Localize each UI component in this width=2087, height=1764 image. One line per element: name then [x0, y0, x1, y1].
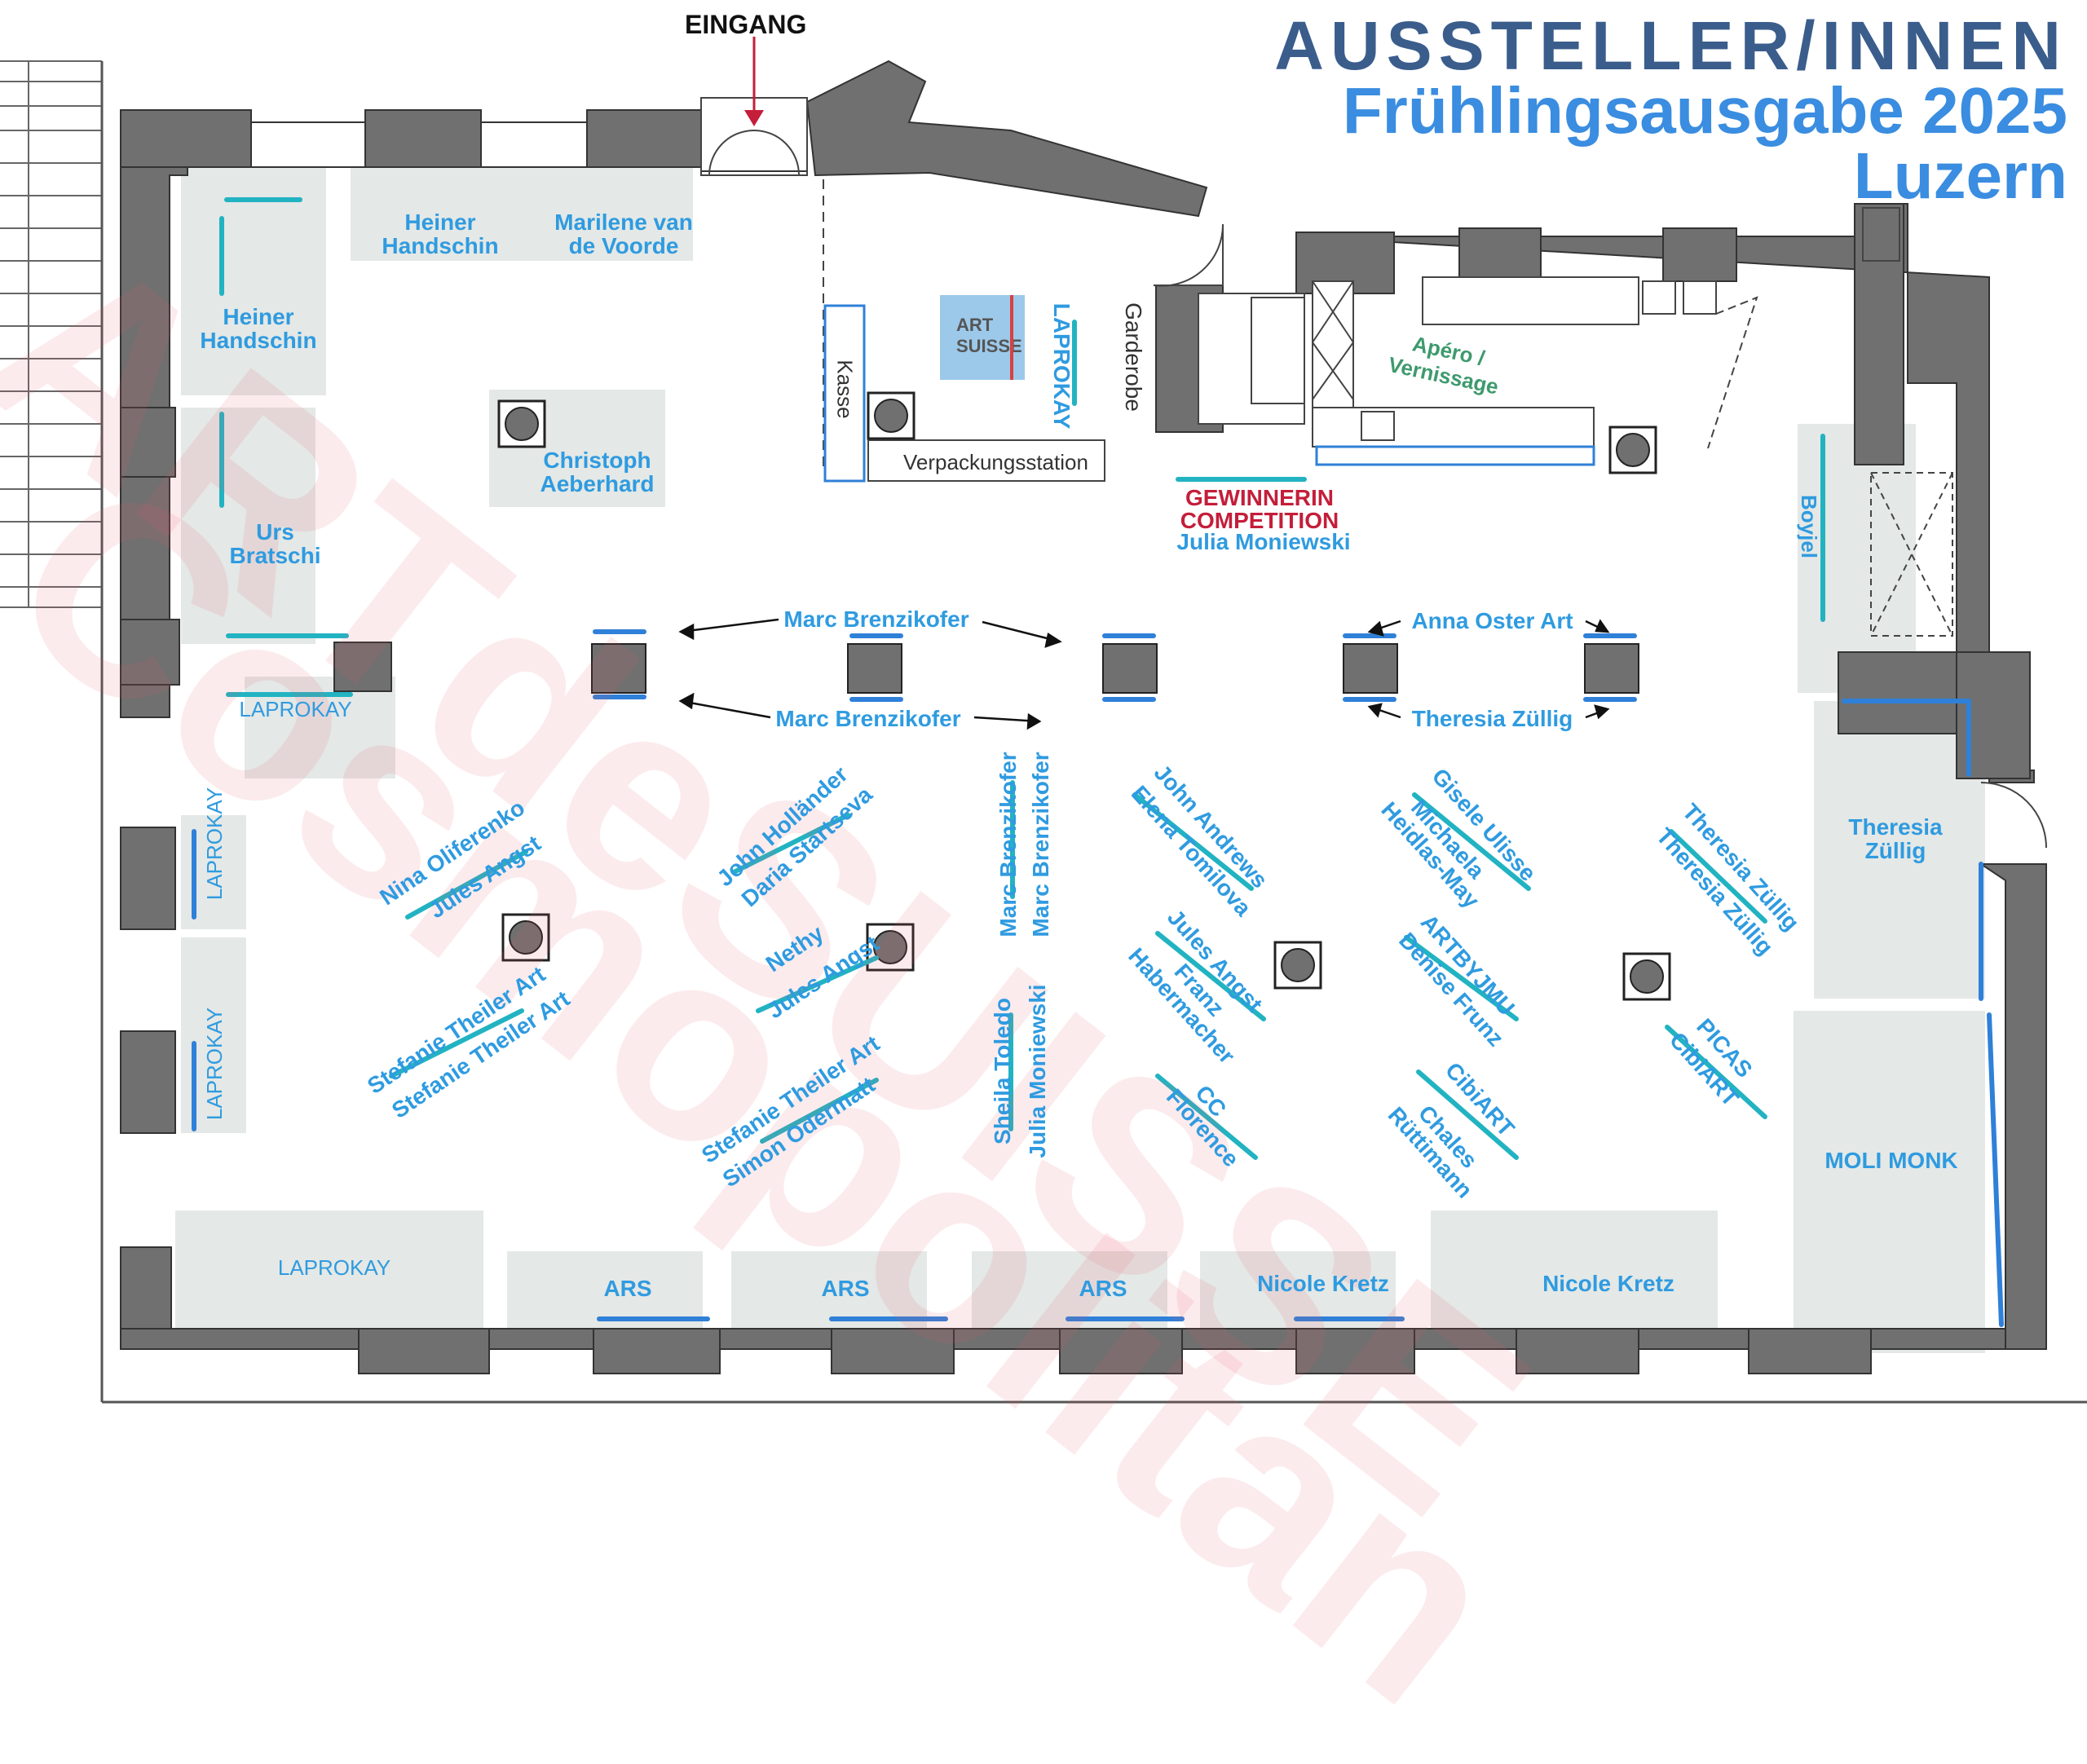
verpackung-label: Verpackungsstation [903, 450, 1088, 474]
page-subtitle: Frühlingsausgabe 2025 [1342, 74, 2067, 147]
label-theresia-right: Theresia Züllig [1848, 814, 1943, 864]
label-ars-2: ARS [821, 1276, 870, 1301]
blue-panels [192, 629, 2004, 1327]
kasse-counter [823, 304, 866, 483]
label-julia-m: Julia Moniewski [1025, 984, 1050, 1158]
label-heiner-top: Heiner Handschin [382, 209, 499, 259]
label-moli: MOLI MONK [1824, 1148, 1958, 1173]
round-columns [497, 391, 1671, 1001]
garderobe-door [1153, 223, 1224, 287]
outside-stairs [0, 60, 103, 608]
label-marc-top: Marc Brenzikofer [783, 606, 969, 632]
entrance-arrowhead [744, 110, 764, 126]
right-exit [1862, 207, 2047, 849]
label-laprokay-center: LAPROKAY [1049, 302, 1074, 430]
booth-areas [175, 163, 1985, 1353]
kasse-label: Kasse [832, 359, 858, 419]
garderobe-label: Garderobe [1120, 302, 1146, 412]
label-sheila: Sheila Toledo [990, 998, 1015, 1144]
label-marc-v2: Marc Brenzikofer [1028, 752, 1053, 937]
page-title: AUSSTELLER/INNEN [1274, 7, 2067, 84]
entrance-label: EINGANG [685, 10, 807, 39]
pointer-arrows [678, 618, 1610, 730]
label-heiner-left: Heiner Handschin [200, 304, 317, 354]
teal-panels [219, 197, 1825, 1160]
label-laprokay-door: LAPROKAY [239, 697, 352, 721]
verpackung-counter [867, 439, 1105, 482]
label-boyjel: Boyjel [1797, 494, 1821, 559]
label-nicole-2: Nicole Kretz [1542, 1271, 1674, 1296]
walls [120, 60, 2047, 1374]
label-marilene: Marilene van de Voorde [554, 209, 693, 259]
art-suisse-logo: ART SUISSE [940, 295, 1025, 380]
floor-plan [0, 37, 2087, 1404]
label-ars-3: ARS [1079, 1276, 1127, 1301]
label-laprokay-left1: LAPROKAY [202, 787, 227, 901]
kitchen [1198, 276, 1758, 466]
page-location: Luzern [1853, 139, 2067, 212]
label-marc-v1: Marc Brenzikofer [995, 752, 1021, 937]
label-marc-bottom: Marc Brenzikofer [775, 706, 961, 731]
pillars [591, 643, 1639, 694]
winner-name: Julia Moniewski [1176, 529, 1351, 554]
label-laprokay-left2: LAPROKAY [202, 1007, 227, 1121]
label-anna: Anna Oster Art [1411, 608, 1573, 633]
label-ars-1: ARS [603, 1276, 652, 1301]
label-christoph: Christoph Aeberhard [540, 448, 655, 497]
label-urs: Urs Bratschi [229, 519, 321, 569]
label-nicole-1: Nicole Kretz [1257, 1271, 1389, 1296]
label-theresia-pillar: Theresia Züllig [1411, 706, 1573, 731]
label-laprokay-bottom: LAPROKAY [277, 1255, 391, 1280]
